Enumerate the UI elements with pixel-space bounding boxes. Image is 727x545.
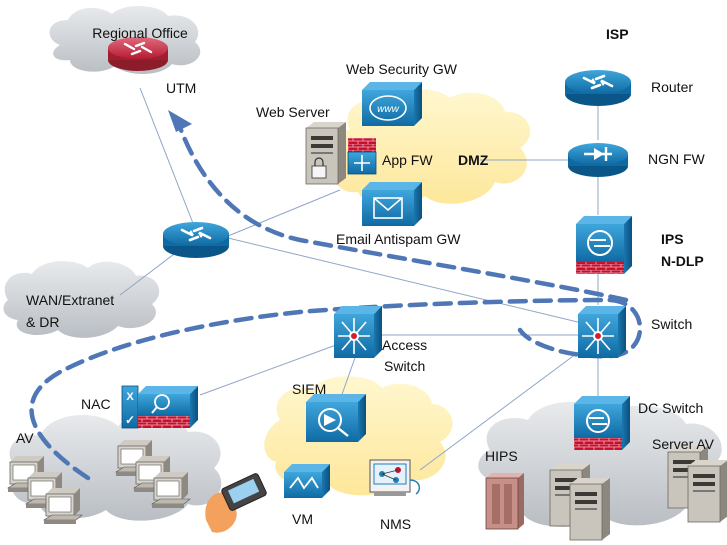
nms-icon [369, 459, 421, 496]
web-server-icon [305, 121, 347, 185]
ips-label: IPS [661, 231, 684, 247]
wan-extranet-label: WAN/Extranet [26, 292, 114, 308]
av-label: AV [16, 430, 34, 446]
ngn-fw-label: NGN FW [648, 151, 706, 167]
isp-label: ISP [606, 26, 629, 42]
web-security-gw-icon: www [362, 82, 422, 126]
dc-switch-icon [574, 396, 630, 450]
server-av-label: Server AV [652, 436, 715, 452]
ngn-firewall-icon [568, 143, 628, 177]
nms-label: NMS [380, 516, 411, 532]
core-switch-icon [577, 305, 627, 359]
utm-router-icon [108, 37, 168, 71]
access-switch-label-2: Switch [384, 358, 425, 374]
svg-text:X: X [126, 391, 134, 403]
wan-dr-label: & DR [26, 314, 59, 330]
svg-text:✓: ✓ [125, 413, 135, 427]
vm-icon [284, 464, 330, 498]
nac-label: NAC [81, 396, 111, 412]
utm-label: UTM [166, 80, 196, 96]
app-fw-label: App FW [382, 152, 433, 168]
email-antispam-gw-icon [362, 182, 422, 226]
access-switch-icon [333, 305, 383, 359]
nac-icon: X ✓ [121, 385, 198, 429]
web-security-gw-label: Web Security GW [346, 61, 458, 77]
regional-office-label: Regional Office [92, 25, 188, 41]
wan-extranet-cloud [3, 261, 160, 338]
web-server-label: Web Server [256, 104, 330, 120]
wan-router-icon [161, 220, 231, 260]
tunnel-arrowhead [168, 110, 192, 132]
ips-icon [576, 216, 632, 274]
svg-text:www: www [377, 104, 399, 115]
app-firewall-icon [347, 138, 377, 175]
smartphone-icon [205, 473, 267, 533]
isp-router-icon [563, 68, 633, 108]
n-dlp-label: N-DLP [661, 253, 704, 269]
datacenter-cloud [478, 401, 726, 527]
router-label: Router [651, 79, 693, 95]
email-antispam-gw-label: Email Antispam GW [336, 231, 461, 247]
dc-switch-label: DC Switch [638, 400, 703, 416]
vm-label: VM [292, 511, 313, 527]
siem-label: SIEM [292, 381, 326, 397]
access-switch-label-1: Access [382, 337, 427, 353]
switch-label: Switch [651, 316, 692, 332]
dmz-label: DMZ [458, 152, 489, 168]
hips-server-icon [485, 473, 524, 530]
hips-label: HIPS [485, 448, 518, 464]
siem-icon [306, 394, 366, 442]
